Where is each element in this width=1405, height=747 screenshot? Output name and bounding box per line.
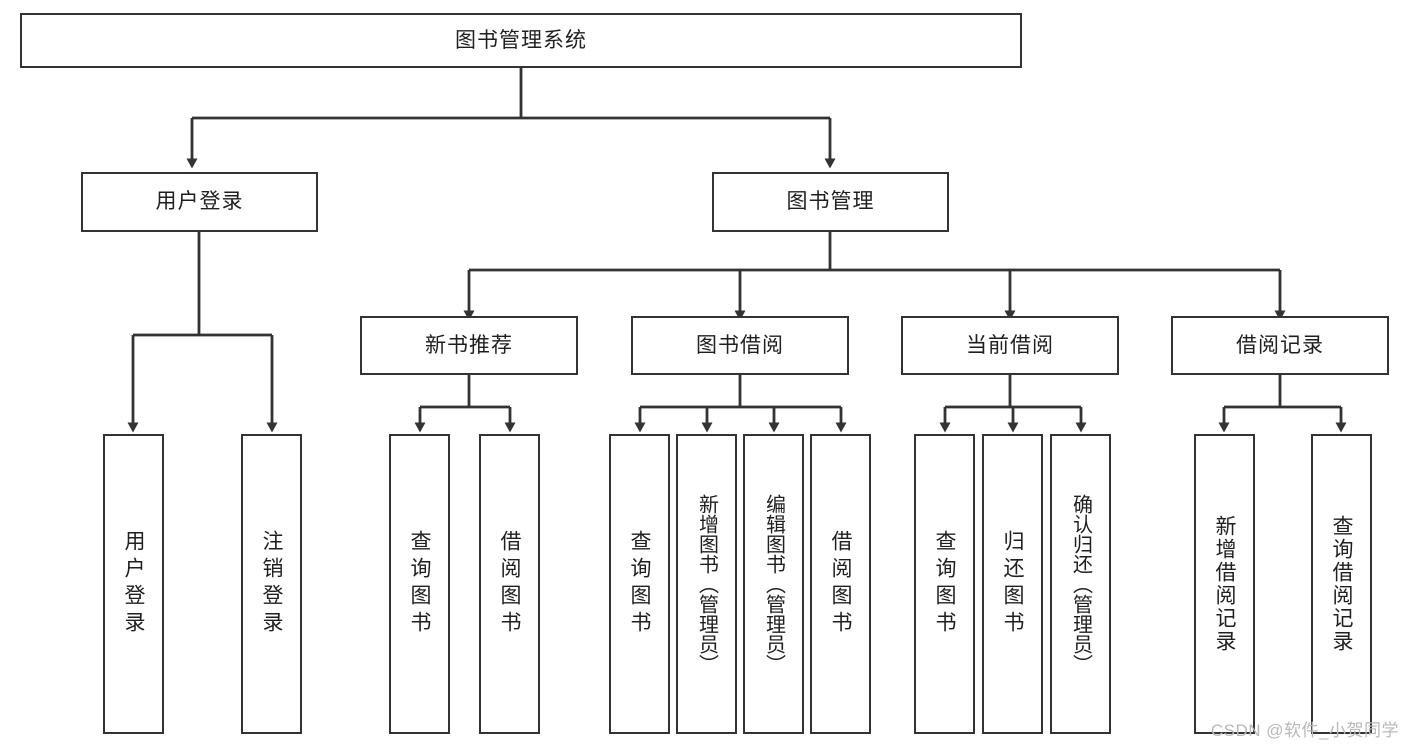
leaf-nb-query-book[interactable]: 查询图书 — [389, 434, 450, 734]
node-label: 查询图书 — [408, 530, 431, 638]
leaf-cb-confirm-return-admin[interactable]: 确认归还（管理员） — [1050, 434, 1111, 734]
node-label: 查询借阅记录 — [1330, 515, 1353, 653]
node-new-book-recommend[interactable]: 新书推荐 — [360, 316, 578, 375]
node-user-login[interactable]: 用户登录 — [81, 172, 318, 232]
node-label: 图书管理系统 — [455, 28, 587, 52]
leaf-user-login[interactable]: 用户登录 — [103, 434, 164, 734]
leaf-bb-add-book-admin[interactable]: 新增图书（管理员） — [676, 434, 737, 734]
leaf-cb-return-book[interactable]: 归还图书 — [982, 434, 1043, 734]
leaf-cb-query-book[interactable]: 查询图书 — [914, 434, 975, 734]
node-label: 图书管理 — [786, 190, 875, 214]
leaf-bb-query-book[interactable]: 查询图书 — [609, 434, 670, 734]
node-label: 借阅记录 — [1236, 333, 1324, 357]
node-label: 新增图书（管理员） — [695, 494, 718, 674]
node-label: 用户登录 — [155, 190, 244, 214]
node-label: 注销登录 — [260, 530, 283, 638]
node-label: 借阅图书 — [829, 530, 852, 638]
leaf-br-query-record[interactable]: 查询借阅记录 — [1311, 434, 1372, 734]
leaf-br-add-record[interactable]: 新增借阅记录 — [1194, 434, 1255, 734]
node-borrow-record[interactable]: 借阅记录 — [1171, 316, 1389, 375]
node-label: 借阅图书 — [498, 530, 521, 638]
node-label: 归还图书 — [1001, 530, 1024, 638]
leaf-logout[interactable]: 注销登录 — [241, 434, 302, 734]
leaf-bb-borrow-book[interactable]: 借阅图书 — [810, 434, 871, 734]
node-book-borrow[interactable]: 图书借阅 — [631, 316, 849, 375]
leaf-bb-edit-book-admin[interactable]: 编辑图书（管理员） — [743, 434, 804, 734]
node-label: 新增借阅记录 — [1213, 515, 1236, 653]
node-current-borrow[interactable]: 当前借阅 — [901, 316, 1119, 375]
node-label: 图书借阅 — [696, 333, 784, 357]
node-label: 编辑图书（管理员） — [762, 494, 785, 674]
node-root-system[interactable]: 图书管理系统 — [20, 13, 1022, 68]
node-label: 当前借阅 — [966, 333, 1054, 357]
node-label: 新书推荐 — [425, 333, 513, 357]
node-label: 查询图书 — [628, 530, 651, 638]
node-label: 确认归还（管理员） — [1069, 494, 1092, 674]
node-label: 用户登录 — [122, 530, 145, 638]
leaf-nb-borrow-book[interactable]: 借阅图书 — [479, 434, 540, 734]
node-label: 查询图书 — [933, 530, 956, 638]
node-book-management[interactable]: 图书管理 — [712, 172, 949, 232]
